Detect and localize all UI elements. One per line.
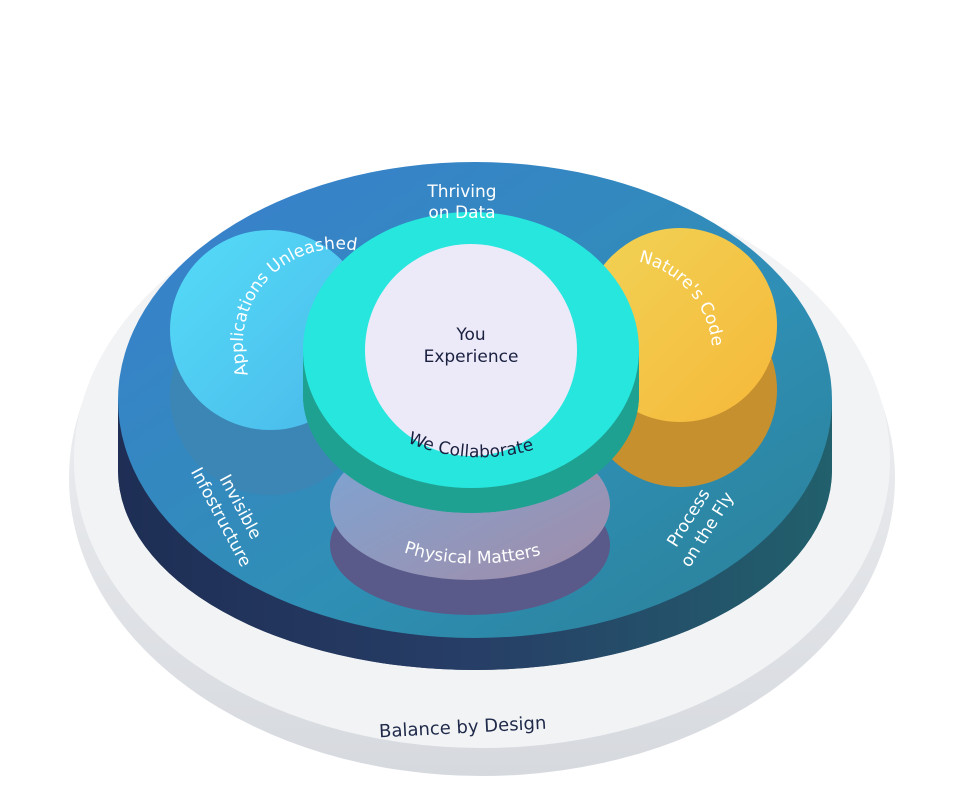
center-label-line1: You: [455, 325, 485, 345]
center-label-line2: Experience: [424, 347, 519, 367]
thriving-label-line2: on Data: [428, 203, 495, 223]
collaborate-ring: [303, 212, 639, 513]
center-circle: [365, 244, 577, 456]
thriving-label-line1: Thriving: [426, 182, 496, 202]
